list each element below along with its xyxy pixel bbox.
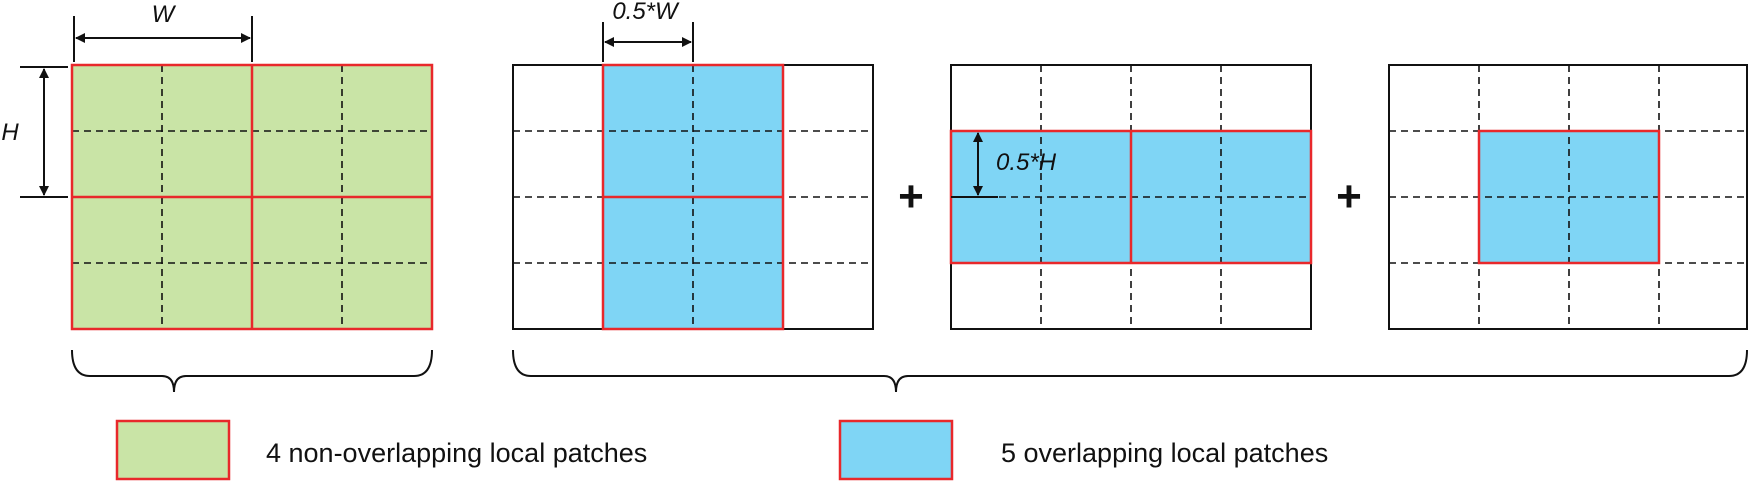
overlapping-panel-3 — [1388, 64, 1749, 330]
red-patch-border — [1477, 129, 1661, 265]
red-patch-borders — [70, 63, 434, 331]
plus-sign-1: + — [898, 172, 924, 221]
grid-dashed-lines — [1389, 65, 1749, 329]
plus-sign-2: + — [1336, 172, 1362, 221]
overlapping-panel-2: 0.5*H — [949, 64, 1313, 330]
red-patch-borders — [601, 63, 785, 331]
legend: 4 non-overlapping local patches 5 overla… — [115, 419, 1328, 481]
outer-frame — [1388, 64, 1748, 330]
legend-non-overlapping-label: 4 non-overlapping local patches — [266, 438, 647, 468]
legend-overlapping-label: 5 overlapping local patches — [1001, 438, 1328, 468]
width-dimension — [73, 16, 253, 62]
right-brace — [512, 349, 1748, 393]
half-width-label: 0.5*W — [612, 0, 680, 25]
legend-green-swatch — [115, 419, 231, 481]
half-width-dimension — [602, 22, 694, 62]
left-brace — [71, 349, 433, 393]
height-dimension — [20, 66, 68, 198]
half-height-dimension — [951, 132, 998, 198]
height-label: H — [1, 119, 19, 146]
half-height-label: 0.5*H — [996, 149, 1057, 176]
width-label: W — [152, 1, 177, 28]
overlapping-panel-1: 0.5*W — [512, 0, 874, 331]
non-overlapping-panel: W H — [1, 1, 434, 331]
legend-blue-swatch — [838, 419, 954, 481]
